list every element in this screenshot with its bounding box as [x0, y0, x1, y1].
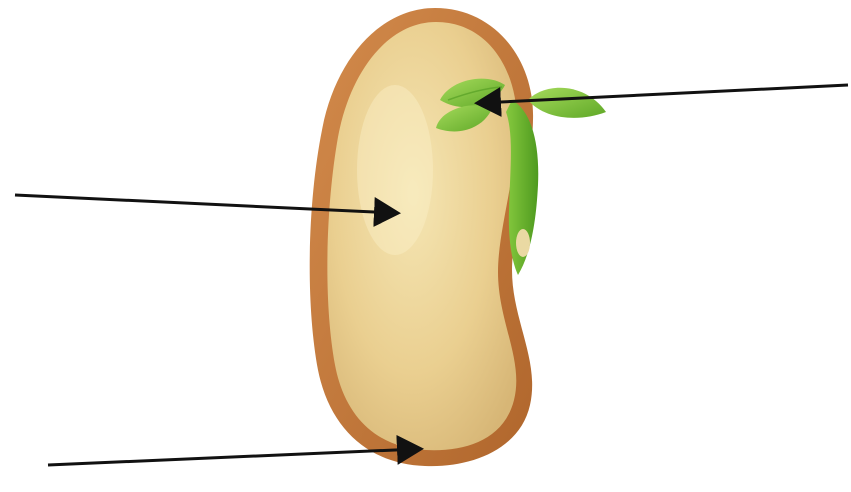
- embryo-arrow: [480, 85, 848, 103]
- radicle-tip: [516, 229, 530, 257]
- embryo-leaf-right: [528, 88, 606, 118]
- cotyledon-highlight: [357, 85, 433, 255]
- seed-coat-arrow: [48, 449, 418, 465]
